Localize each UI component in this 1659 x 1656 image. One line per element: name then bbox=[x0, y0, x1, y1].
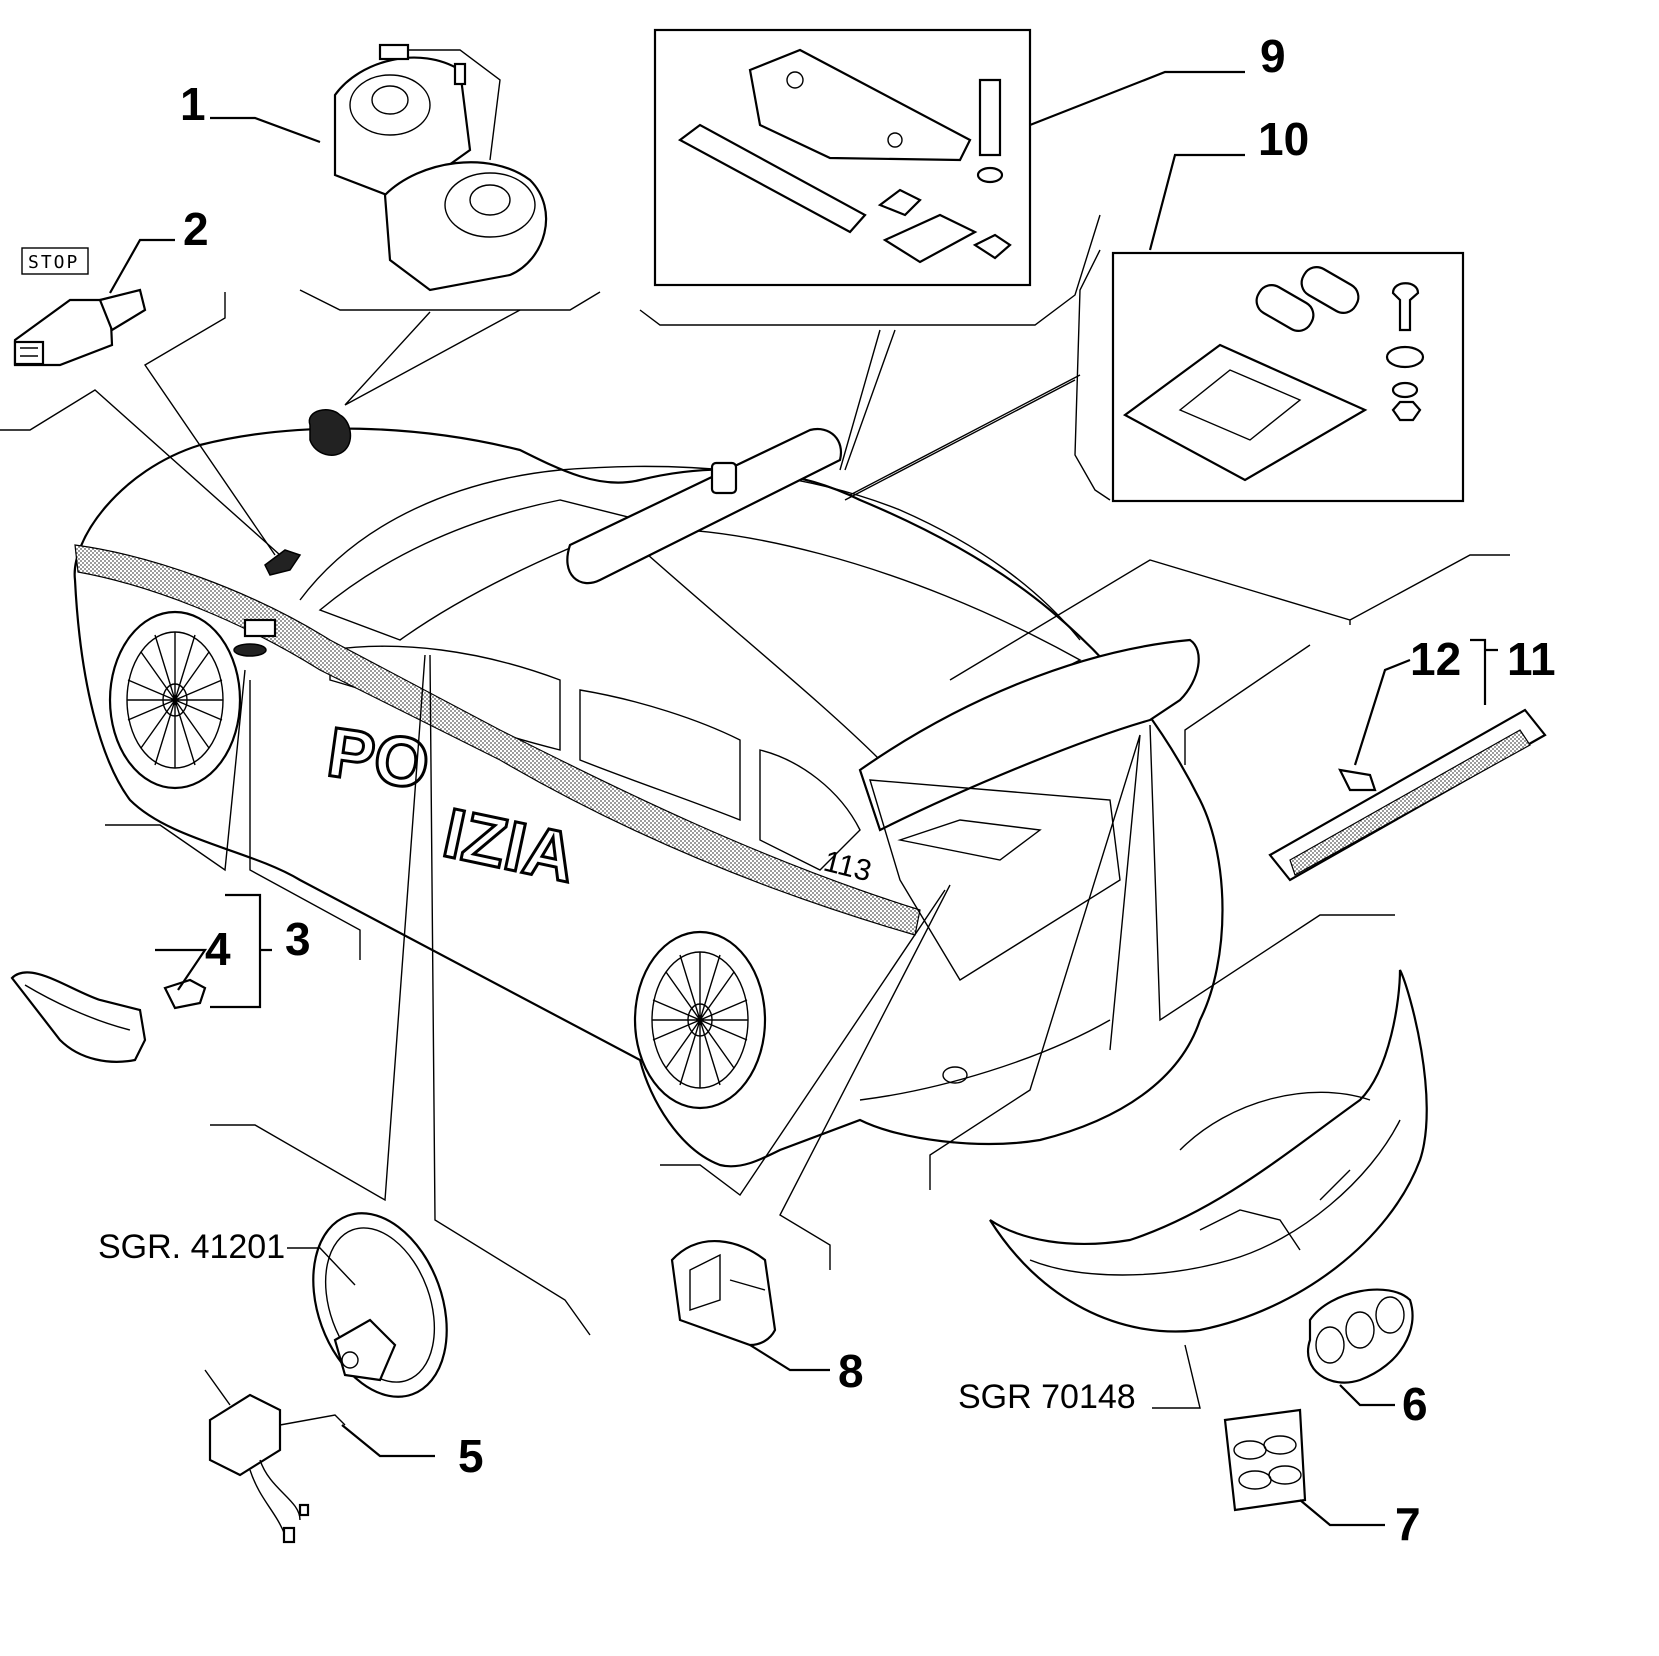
part-grommet bbox=[1307, 1288, 1414, 1384]
rear-wheel bbox=[633, 930, 767, 1110]
callout-7: 7 bbox=[1395, 1498, 1421, 1550]
kit-10-frame bbox=[1111, 251, 1465, 503]
leader-4 bbox=[155, 948, 208, 991]
door-lettering-2: IZIA bbox=[437, 793, 583, 897]
callout-6: 6 bbox=[1402, 1378, 1428, 1430]
part-third-brake-light bbox=[1268, 708, 1547, 882]
leader-steering-ref bbox=[287, 1247, 356, 1286]
leader-7 bbox=[1299, 1499, 1385, 1527]
police-car: PO IZIA 113 bbox=[73, 409, 1224, 1168]
part-side-lamp bbox=[10, 971, 207, 1063]
part-pad-pack bbox=[1223, 1408, 1307, 1512]
callout-11: 11 bbox=[1507, 633, 1556, 685]
part-brake-switch: STOP bbox=[13, 247, 147, 367]
bumper-reference: SGR 70148 bbox=[958, 1378, 1136, 1416]
leader-6 bbox=[1339, 1384, 1395, 1407]
part-steering-wheel bbox=[312, 1212, 448, 1398]
callout-1: 1 bbox=[180, 78, 206, 130]
stop-box bbox=[21, 247, 89, 275]
part-bracket bbox=[670, 1239, 777, 1347]
guide-lines bbox=[0, 214, 1510, 1336]
part-cover-kit bbox=[1111, 251, 1465, 503]
front-wheel bbox=[108, 610, 242, 790]
leader-9 bbox=[1029, 70, 1245, 127]
stop-label: STOP bbox=[28, 252, 79, 273]
callout-8: 8 bbox=[838, 1345, 864, 1397]
leader-11 bbox=[1470, 638, 1498, 705]
callout-2: 2 bbox=[183, 203, 209, 255]
leader-8 bbox=[749, 1344, 830, 1372]
callout-12: 12 bbox=[1410, 633, 1461, 685]
leader-1 bbox=[210, 116, 321, 144]
callout-3: 3 bbox=[285, 913, 311, 965]
side-marker bbox=[243, 618, 277, 638]
leader-3 bbox=[210, 893, 272, 1009]
leader-2 bbox=[109, 238, 175, 294]
leader-bumper-ref bbox=[1152, 1344, 1201, 1409]
leader-12 bbox=[1353, 658, 1411, 766]
leader-5 bbox=[341, 1424, 435, 1458]
brake-switch-location bbox=[264, 549, 302, 576]
callout-5: 5 bbox=[458, 1430, 484, 1482]
leader-10 bbox=[1148, 153, 1245, 251]
horn-location bbox=[308, 409, 352, 456]
part-rear-bumper bbox=[989, 969, 1428, 1333]
part-horn bbox=[333, 43, 548, 292]
kit-9-frame bbox=[653, 28, 1032, 287]
callout-10: 10 bbox=[1258, 113, 1309, 165]
callout-4: 4 bbox=[205, 923, 231, 975]
part-steering-column-switch bbox=[204, 1369, 346, 1544]
roof-light-knob bbox=[710, 461, 738, 495]
part-mounting-kit bbox=[653, 28, 1032, 287]
door-lettering-1: PO bbox=[323, 713, 434, 804]
steering-reference: SGR. 41201 bbox=[98, 1228, 285, 1266]
callout-9: 9 bbox=[1260, 30, 1286, 82]
